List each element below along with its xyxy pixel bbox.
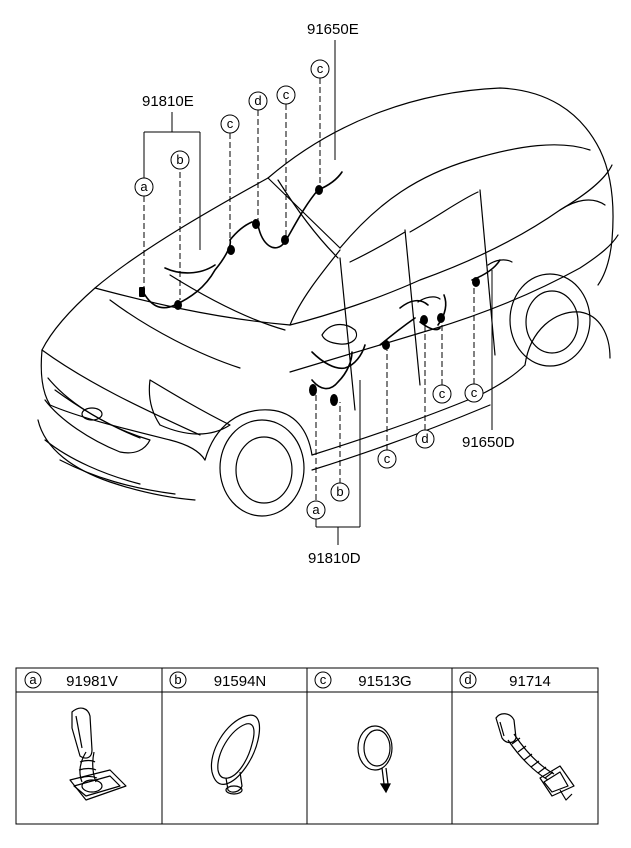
callout-c-6: c bbox=[471, 385, 478, 400]
table-letter-a: a bbox=[29, 672, 37, 687]
callout-a-2: a bbox=[312, 502, 320, 517]
table-part-c: 91513G bbox=[358, 673, 411, 690]
label-91650D: 91650D bbox=[462, 434, 515, 451]
table-letter-d: d bbox=[464, 672, 471, 687]
callout-b-2: b bbox=[336, 484, 343, 499]
car-illustration bbox=[37, 87, 619, 517]
table-part-a: 91981V bbox=[66, 673, 118, 690]
parts-table-header: a 91981V b 91594N c 91513G d 91714 bbox=[29, 672, 550, 690]
wiring-harnesses bbox=[141, 171, 501, 390]
callout-d-2: d bbox=[421, 431, 428, 446]
callout-c-1: c bbox=[227, 116, 234, 131]
label-91650E: 91650E bbox=[307, 21, 359, 38]
oval-grommet-icon bbox=[210, 714, 261, 795]
table-letter-c: c bbox=[320, 672, 327, 687]
harness-connectors bbox=[139, 185, 480, 406]
callout-c-5: c bbox=[439, 386, 446, 401]
dashed-pointers bbox=[143, 78, 475, 500]
callout-a-1: a bbox=[140, 179, 148, 194]
callout-letters: a b c d c c a b c d c c bbox=[140, 61, 477, 517]
label-91810D: 91810D bbox=[308, 550, 361, 567]
round-plug-icon bbox=[357, 725, 393, 794]
callout-b-1: b bbox=[176, 152, 183, 167]
table-part-d: 91714 bbox=[509, 673, 551, 690]
callout-c-4: c bbox=[384, 451, 391, 466]
table-part-b: 91594N bbox=[214, 673, 267, 690]
label-91810E: 91810E bbox=[142, 93, 194, 110]
callout-c-3: c bbox=[317, 61, 324, 76]
callout-c-2: c bbox=[283, 87, 290, 102]
grommet-boot-icon bbox=[69, 707, 127, 801]
leader-lines bbox=[143, 40, 493, 545]
callout-d-1: d bbox=[254, 93, 261, 108]
table-letter-b: b bbox=[174, 672, 181, 687]
callout-circles bbox=[134, 59, 484, 520]
corrugated-tube-icon bbox=[495, 713, 575, 801]
parts-table bbox=[15, 667, 599, 825]
